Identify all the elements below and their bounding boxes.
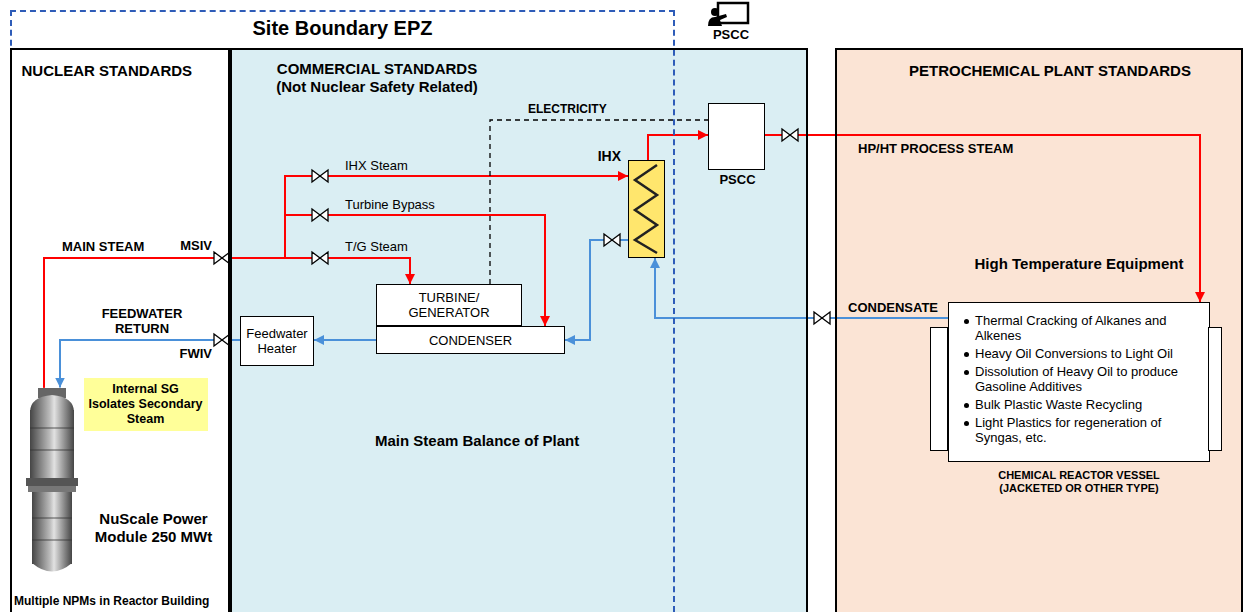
valve-label: MSIV (172, 238, 212, 253)
flow-line (565, 240, 628, 340)
line-label: MAIN STEAM (62, 239, 144, 254)
line-label: FEEDWATER RETURN (90, 306, 194, 336)
flow-line (44, 215, 545, 388)
reactor-illustration (22, 388, 82, 580)
panel-fill (10, 48, 230, 612)
valve-symbol (814, 312, 830, 324)
zone-title: Site Boundary EPZ (12, 16, 673, 40)
reactor-module: NuScale Power Module 250 MWt (22, 388, 82, 580)
valve-symbol (782, 129, 798, 141)
heat-exchanger: IHX (628, 160, 665, 258)
box-label: TURBINE/ GENERATOR (402, 290, 497, 320)
process-box: Feedwater Heater (240, 316, 314, 366)
reactor-part (32, 492, 72, 564)
valve-symbol (312, 252, 328, 264)
line-label: HP/HT PROCESS STEAM (858, 141, 1013, 156)
reactor-part (30, 410, 74, 480)
box-label: CONDENSER (429, 333, 512, 348)
process-box: TURBINE/ GENERATOR (376, 284, 522, 326)
icon-label: PSCC (705, 27, 757, 42)
control-box: PSCC (708, 103, 765, 170)
valve-symbol (312, 209, 328, 221)
bullet-item: Bulk Plastic Waste Recycling (961, 397, 1199, 412)
bullet-item: Thermal Cracking of Alkanes and Alkenes (961, 313, 1199, 343)
jacket-tab (930, 327, 948, 451)
reactor-part (28, 486, 76, 492)
exchanger-coil (629, 161, 663, 256)
highlight-note: Internal SG Isolates Secondary Steam (84, 378, 208, 431)
process-box: CONDENSER (376, 326, 565, 354)
flow-line (655, 258, 948, 318)
flow-line (765, 135, 1200, 302)
line-label: ELECTRICITY (528, 102, 607, 117)
exchanger-label: IHX (585, 148, 621, 164)
panel-heading: COMMERCIAL STANDARDS (Not Nuclear Safety… (265, 60, 489, 96)
area-title: Main Steam Balance of Plant (375, 432, 579, 450)
line-label: Turbine Bypass (345, 197, 435, 212)
coil-line (635, 165, 657, 253)
line-label: CONDENSATE (848, 300, 938, 315)
standards-panel: Feedwater Heater TURBINE/ GENERATOR CONDEN… (230, 48, 808, 612)
bullet-item: Heavy Oil Conversions to Light Oil (961, 346, 1199, 361)
reactor-part (26, 478, 78, 486)
flow-line (314, 339, 376, 341)
line-label: T/G Steam (345, 239, 408, 254)
panel-fill (835, 48, 1243, 612)
bullet-item: Dissolution of Heavy Oil to produce Gaso… (961, 364, 1199, 394)
screen-outline (718, 3, 748, 23)
person-body (708, 14, 727, 26)
note-text: Internal SG Isolates Secondary Steam (88, 382, 204, 427)
flow-line (490, 120, 708, 284)
valve-label: FWIV (172, 346, 212, 361)
box-label: PSCC (697, 172, 778, 187)
presenter-icon (708, 3, 748, 26)
valve-symbol (312, 170, 328, 182)
reactor-part (30, 395, 74, 412)
line-label: IHX Steam (345, 158, 408, 173)
bullet-item: Light Plastics for regeneration of Synga… (961, 415, 1199, 445)
person-head (711, 8, 719, 16)
box-label: Feedwater Heater (244, 326, 310, 356)
flow-line (648, 135, 708, 160)
footnote: Multiple NPMs in Reactor Building (14, 594, 209, 609)
panel-heading: PETROCHEMICAL PLANT STANDARDS (909, 62, 1191, 80)
reactor-vessel-box: High Temperature EquipmentThermal Cracki… (948, 302, 1210, 462)
jacket-tab (1208, 327, 1222, 451)
box-heading: High Temperature Equipment (949, 255, 1209, 273)
standards-panel: High Temperature EquipmentThermal Cracki… (835, 48, 1243, 612)
module-caption: NuScale Power Module 250 MWt (92, 510, 216, 546)
flow-line (44, 258, 410, 388)
valve-symbol (604, 234, 620, 246)
reactor-part (32, 563, 72, 572)
vessel-caption: CHEMICAL REACTOR VESSEL (JACKETED OR OTH… (969, 469, 1189, 495)
panel-heading: NUCLEAR STANDARDS (22, 62, 193, 80)
panel-fill (230, 48, 808, 612)
flow-line (44, 176, 628, 388)
reactor-part (30, 428, 74, 540)
